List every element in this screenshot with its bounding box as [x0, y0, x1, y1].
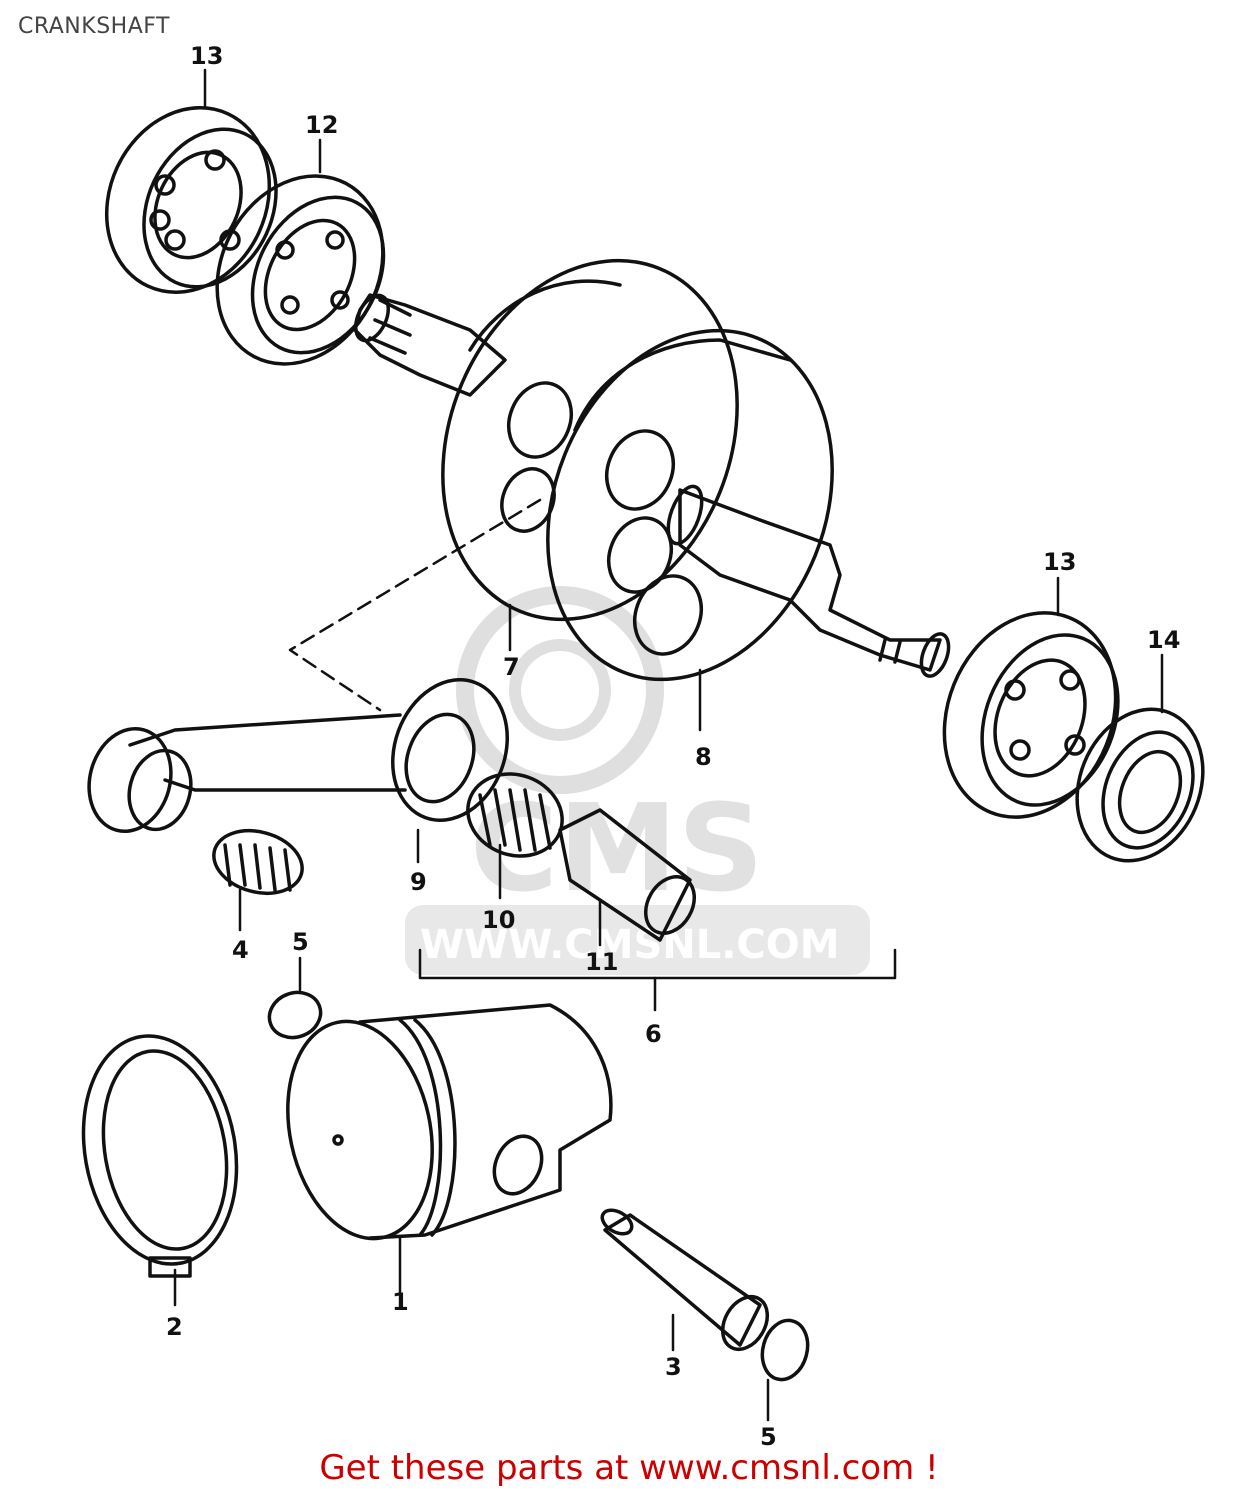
callout-11: 11: [585, 948, 618, 976]
callout-13-top: 13: [190, 42, 223, 70]
callout-5-bottom: 5: [760, 1423, 777, 1451]
callout-10: 10: [482, 906, 515, 934]
needle-bearing-4: [212, 829, 304, 895]
bearing-12: [215, 174, 386, 366]
callout-7: 7: [503, 653, 520, 681]
callout-4: 4: [232, 936, 249, 964]
callout-5-top: 5: [292, 928, 309, 956]
leader-lines: [173, 68, 1164, 1422]
callout-1: 1: [392, 1288, 409, 1316]
piston-rings-2: [81, 1034, 239, 1278]
crank-web-7: [441, 258, 739, 622]
footer-parts-link[interactable]: Get these parts at www.cmsnl.com !: [319, 1448, 939, 1488]
piston-1: [286, 1003, 613, 1241]
circlip-5-bottom: [760, 1318, 810, 1382]
callout-14: 14: [1147, 626, 1180, 654]
circlip-5-top: [267, 990, 323, 1040]
page-title: CRANKSHAFT: [18, 14, 170, 39]
callout-12: 12: [305, 111, 338, 139]
crankshaft-left-shaft: [353, 293, 507, 397]
callout-13-right: 13: [1043, 548, 1076, 576]
callout-3: 3: [665, 1353, 682, 1381]
oil-seal-14: [1075, 707, 1205, 863]
callout-6: 6: [645, 1020, 662, 1048]
callout-labels: 13 12 13 14 7 8 9 10 11 4 5 6 2 1 3 5: [166, 42, 1180, 1451]
bearing-13-right: [942, 611, 1120, 819]
crank-pin-11: [558, 808, 696, 942]
watermark: CMS WWW.CMSNL.COM: [405, 586, 870, 975]
assembly-leader: [288, 498, 542, 712]
callout-8: 8: [695, 743, 712, 771]
piston-pin-3: [600, 1208, 770, 1351]
connecting-rod-9: [87, 678, 509, 834]
watermark-logo: CMS: [470, 780, 764, 919]
callout-2: 2: [166, 1313, 183, 1341]
kit-bracket-6: [418, 948, 897, 980]
crankshaft-right-shaft: [666, 484, 951, 678]
watermark-url: WWW.CMSNL.COM: [420, 922, 840, 968]
callout-9: 9: [410, 868, 427, 896]
crank-web-8: [546, 328, 834, 682]
bearing-13-top: [104, 106, 278, 294]
